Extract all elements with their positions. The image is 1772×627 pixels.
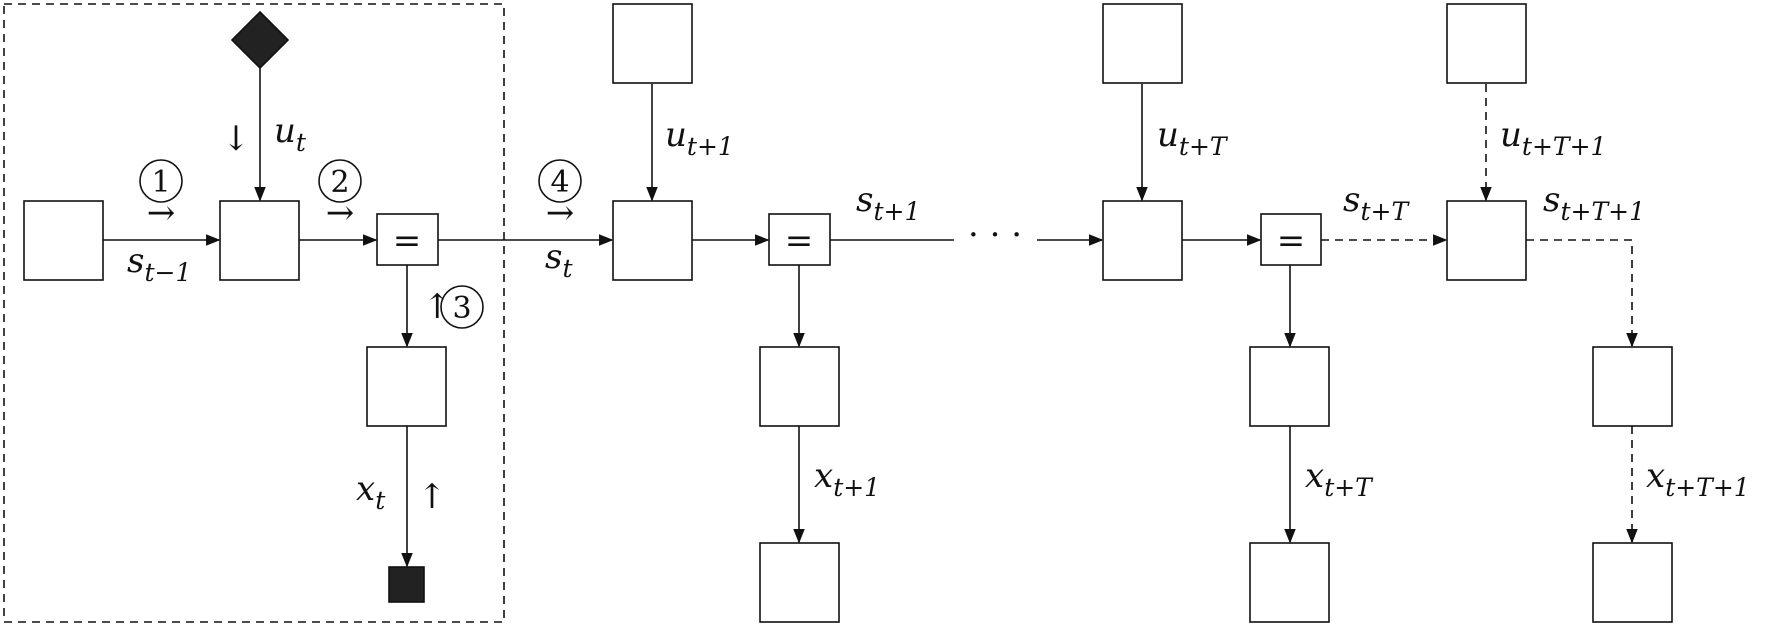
label-s-t: st <box>545 237 573 283</box>
node-observed-input <box>230 10 290 70</box>
node-output-t-plus-T-plus-1 <box>1592 542 1673 623</box>
label-s-t-plus-T: st+T <box>1343 180 1410 226</box>
input-direction-arrow: ↓ <box>222 119 251 159</box>
node-transition-t-plus-T <box>1102 200 1183 281</box>
node-equality-t-plus-1 <box>768 213 831 266</box>
label-x-t-plus-T-plus-1: xt+T+1 <box>1646 456 1750 502</box>
node-input-t-plus-T-plus-1 <box>1446 3 1527 84</box>
node-prior-state <box>23 200 104 281</box>
step-3-circle <box>440 285 484 329</box>
step-4-number: 4 <box>550 165 569 200</box>
step-2-number: 2 <box>330 165 349 200</box>
node-transition-t <box>219 200 300 281</box>
step-1-number: 1 <box>151 165 170 200</box>
step-4-circle <box>538 159 582 203</box>
output-direction-arrow: ↑ <box>418 477 447 517</box>
equality-symbol-t-plus-1: = <box>785 221 814 261</box>
label-u-t: ut <box>274 111 307 157</box>
step-3-number: 3 <box>452 291 471 326</box>
label-s-t-minus-1: st−1 <box>127 241 191 287</box>
node-output-t-plus-1 <box>759 542 840 623</box>
label-x-t-plus-1: xt+1 <box>814 456 880 502</box>
step-4-arrow: → <box>546 193 575 233</box>
node-input-t-plus-1 <box>612 3 693 84</box>
label-u-t-plus-T: ut+T <box>1157 115 1229 161</box>
label-u-t-plus-T-plus-1: ut+T+1 <box>1500 115 1606 161</box>
label-s-t-plus-1: st+1 <box>856 180 920 226</box>
node-input-t-plus-T <box>1102 3 1183 84</box>
ellipsis: · · · <box>968 215 1022 255</box>
node-observation-t <box>366 346 447 427</box>
node-output-t-plus-T <box>1249 542 1330 623</box>
node-observation-t-plus-T-plus-1 <box>1592 346 1673 427</box>
node-equality-t-plus-T <box>1260 213 1322 266</box>
node-observation-t-plus-1 <box>759 346 840 427</box>
label-x-t-plus-T: xt+T <box>1305 456 1374 502</box>
label-s-t-plus-T-plus-1: st+T+1 <box>1543 180 1645 226</box>
equality-symbol-t-plus-T: = <box>1277 221 1306 261</box>
node-observation-t-plus-T <box>1249 346 1330 427</box>
step-1-arrow: → <box>147 193 176 233</box>
equality-symbol-t: = <box>393 221 422 261</box>
step-2-circle <box>318 159 362 203</box>
edge-s-t-plus-T-plus-1 <box>1526 239 1638 348</box>
step-2-arrow: → <box>326 193 355 233</box>
node-transition-t-plus-1 <box>612 200 693 281</box>
label-x-t: xt <box>356 469 386 515</box>
node-observed-output <box>388 566 425 603</box>
node-transition-t-plus-T-plus-1 <box>1446 200 1527 281</box>
step-1-circle <box>139 159 183 203</box>
label-u-t-plus-1: ut+1 <box>665 115 734 161</box>
node-equality-t <box>376 213 439 266</box>
